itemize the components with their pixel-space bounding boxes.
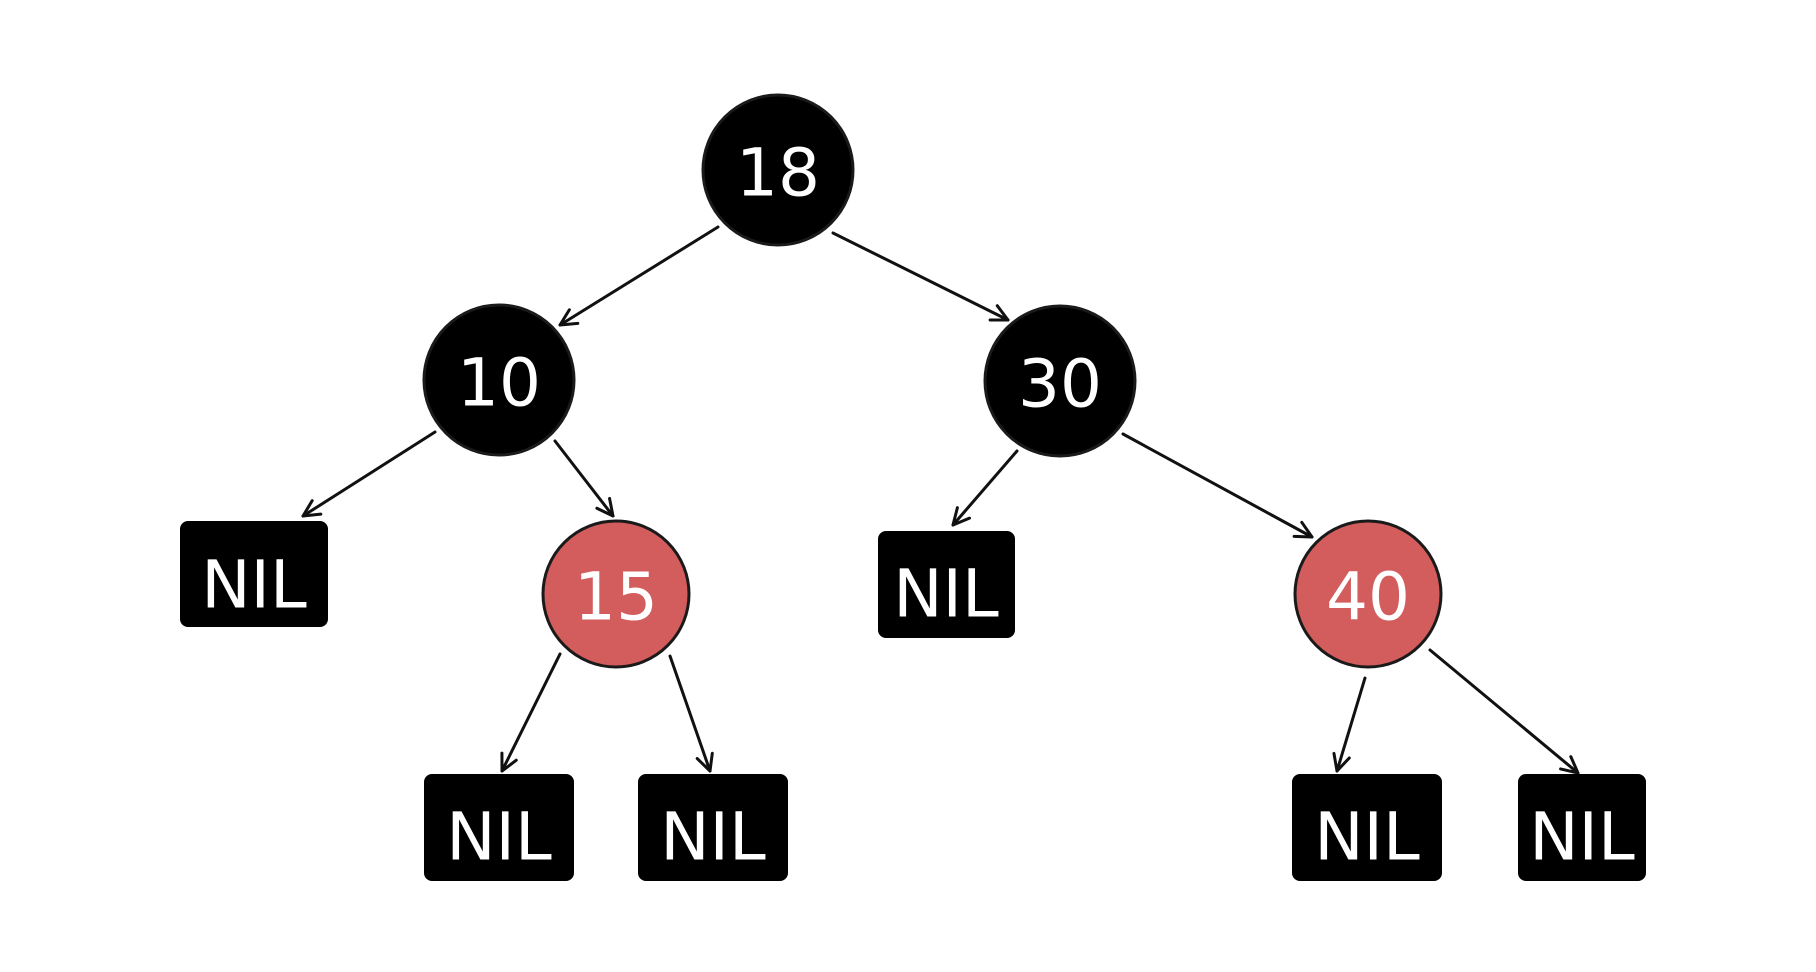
edge-15-nil-c bbox=[500, 652, 562, 773]
nil-box bbox=[424, 774, 574, 881]
node-40: 40 bbox=[1293, 519, 1443, 669]
edge-30-40 bbox=[1121, 432, 1314, 539]
nil-leaf-left-of-40: NIL bbox=[1292, 774, 1442, 881]
edge-40-nil-f bbox=[1428, 648, 1580, 775]
node-18-circle bbox=[701, 93, 855, 247]
nil-box bbox=[1292, 774, 1442, 881]
nil-label: NIL bbox=[1314, 799, 1420, 876]
node-30-label: 30 bbox=[1018, 346, 1102, 423]
nil-label: NIL bbox=[893, 556, 999, 633]
node-18: 18 bbox=[701, 93, 855, 247]
nil-leaf-right-of-15: NIL bbox=[638, 774, 788, 881]
edge-40-nil-e bbox=[1332, 676, 1367, 773]
nil-leaf-left-of-10: NIL bbox=[180, 521, 328, 627]
edge-15-nil-d bbox=[668, 654, 714, 773]
nil-label: NIL bbox=[1529, 799, 1635, 876]
nil-box bbox=[1518, 774, 1646, 881]
edge-18-30 bbox=[831, 231, 1010, 322]
node-30-circle bbox=[983, 304, 1137, 458]
nil-label: NIL bbox=[201, 547, 307, 624]
nil-box bbox=[638, 774, 788, 881]
nil-leaf-left-of-15: NIL bbox=[424, 774, 574, 881]
node-10-circle bbox=[422, 303, 576, 457]
node-15-label: 15 bbox=[574, 559, 658, 636]
node-40-label: 40 bbox=[1326, 559, 1410, 636]
node-10-label: 10 bbox=[457, 345, 541, 422]
nil-leaves: NIL NIL NIL NIL NIL NIL bbox=[180, 521, 1646, 881]
nil-box bbox=[180, 521, 328, 627]
node-18-label: 18 bbox=[736, 135, 820, 212]
node-30: 30 bbox=[983, 304, 1137, 458]
node-15: 15 bbox=[541, 519, 691, 669]
node-10: 10 bbox=[422, 303, 576, 457]
nil-label: NIL bbox=[446, 799, 552, 876]
edge-30-nil-b bbox=[951, 449, 1019, 527]
edge-10-nil-a bbox=[301, 430, 437, 518]
edge-10-15 bbox=[553, 439, 615, 518]
node-40-circle bbox=[1293, 519, 1443, 669]
nil-box bbox=[878, 531, 1015, 638]
node-15-circle bbox=[541, 519, 691, 669]
nil-leaf-left-of-30: NIL bbox=[878, 531, 1015, 638]
tree-nodes: 18 10 30 15 40 bbox=[422, 93, 1443, 669]
edges bbox=[301, 225, 1580, 775]
edge-18-10 bbox=[558, 225, 720, 327]
nil-leaf-right-of-40: NIL bbox=[1518, 774, 1646, 881]
nil-label: NIL bbox=[660, 799, 766, 876]
